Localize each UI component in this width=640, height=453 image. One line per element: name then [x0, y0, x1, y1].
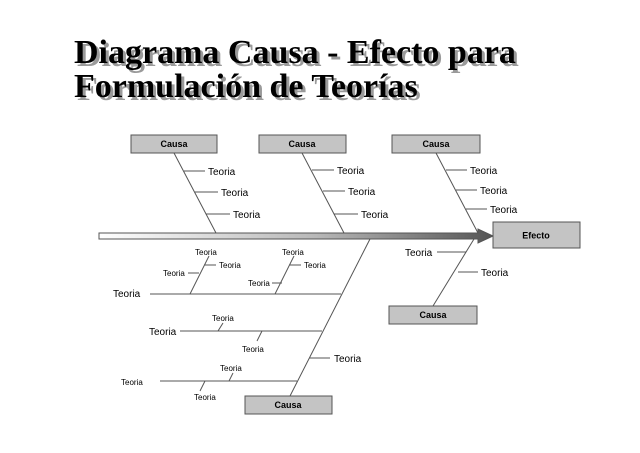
- cause-bone-bottom-main: [289, 238, 371, 397]
- effect-box: [492, 221, 581, 249]
- title-line-2: Formulación de Teorías: [74, 68, 418, 105]
- cause-bone-top-3: [435, 152, 479, 234]
- sub-sub-branch: [189, 255, 210, 295]
- theory-label: Teoria: [248, 279, 270, 288]
- theory-label: Teoria: [163, 269, 185, 278]
- theory-label: Teoria: [361, 210, 389, 221]
- sub-sub-branch: [199, 380, 206, 392]
- cause-bone-bottom-right: [432, 238, 475, 307]
- theory-label: Teoria: [282, 248, 304, 257]
- theory-label: Teoria: [242, 345, 264, 354]
- sub-sub-branch: [256, 330, 263, 342]
- theory-label: Teoria: [208, 167, 236, 178]
- theory-label: Teoria: [490, 205, 518, 216]
- theory-label: Teoria: [405, 248, 433, 259]
- main-spine-arrow: [98, 228, 495, 244]
- theory-label: Teoria: [334, 354, 362, 365]
- theory-label: Teoria: [481, 268, 509, 279]
- cause-label-top-2: Causa: [288, 139, 316, 149]
- cause-label-top-1: Causa: [160, 139, 188, 149]
- cause-label-bottom-right: Causa: [419, 310, 447, 320]
- cause-bone-top-1: [173, 152, 217, 234]
- cause-label-top-3: Causa: [422, 139, 450, 149]
- theory-label: Teoria: [470, 166, 498, 177]
- theory-label: Teoria: [195, 248, 217, 257]
- sub-sub-branch: [274, 255, 295, 295]
- effect-label: Efecto: [522, 231, 550, 241]
- theory-label: Teoria: [219, 261, 241, 270]
- theory-label: Teoria: [220, 364, 242, 373]
- title-line-1: Diagrama Causa - Efecto para: [74, 34, 516, 71]
- theory-label: Teoria: [212, 314, 234, 323]
- theory-label: Teoria: [113, 289, 141, 300]
- theory-label: Teoria: [221, 188, 249, 199]
- theory-label: Teoria: [149, 327, 177, 338]
- theory-label: Teoria: [194, 393, 216, 402]
- theory-label: Teoria: [480, 186, 508, 197]
- theory-label: Teoria: [233, 210, 261, 221]
- sub-sub-branch: [228, 372, 234, 382]
- theory-label: Teoria: [121, 378, 143, 387]
- cause-label-bottom-main: Causa: [274, 400, 302, 410]
- theory-label: Teoria: [304, 261, 326, 270]
- theory-label: Teoria: [337, 166, 365, 177]
- sub-sub-branch: [217, 322, 224, 332]
- cause-bone-top-2: [301, 152, 345, 234]
- cause-box-bottom-main: [244, 395, 333, 415]
- theory-label: Teoria: [348, 187, 376, 198]
